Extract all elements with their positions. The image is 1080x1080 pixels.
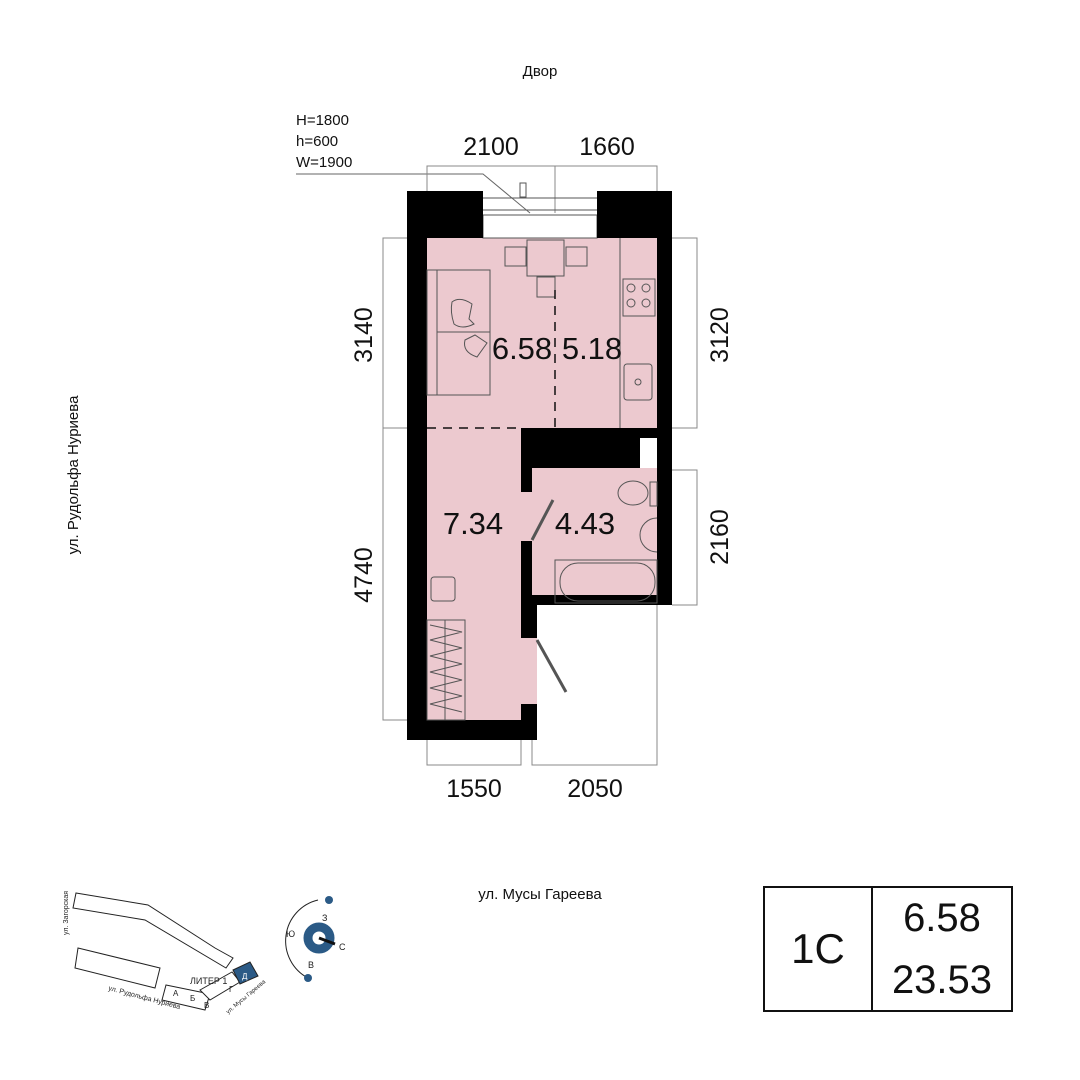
svg-text:Д: Д: [242, 972, 248, 981]
svg-text:ЛИТЕР 1: ЛИТЕР 1: [190, 976, 227, 986]
pillow-icon: [464, 334, 488, 358]
room-bathroom-area: 4.43: [555, 506, 615, 541]
living-area: 6.58: [903, 896, 981, 940]
dim-left-bottom: 4740: [350, 547, 378, 603]
sun-icon: [325, 896, 333, 904]
room-hall-area: 7.34: [443, 506, 503, 541]
compass-icon: [303, 922, 335, 954]
window: [482, 182, 598, 239]
dim-top-left: 2100: [463, 133, 519, 161]
room-kitchen-area: 5.18: [562, 331, 622, 366]
svg-text:Ю: Ю: [286, 929, 295, 939]
street-left-label: ул. Рудольфа Нуриева: [65, 395, 82, 554]
dim-top-right: 1660: [579, 133, 635, 161]
site-plan: ул. Загорская ул. Рудольфа Нуриева ул. М…: [63, 891, 346, 1016]
sun-icon: [304, 974, 312, 982]
window-width: W=1900: [296, 154, 352, 171]
dim-right-top: 3120: [706, 307, 734, 363]
washing-machine-icon: [430, 576, 456, 602]
pillow-icon: [450, 298, 475, 328]
dim-right-bottom: 2160: [706, 509, 734, 565]
apartment-info-box: 1С 6.58 23.53: [763, 886, 1013, 1012]
sink-icon: [623, 363, 653, 401]
window-height: H=1800: [296, 112, 349, 129]
furniture: [426, 238, 658, 721]
zone-dividers: [427, 290, 556, 429]
bathroom-door: [530, 499, 555, 541]
dim-left-top: 3140: [350, 307, 378, 363]
apartment-type: 1С: [765, 888, 873, 1010]
toilet-icon: [617, 480, 649, 506]
room-living-area: 6.58: [492, 331, 552, 366]
svg-text:Б: Б: [190, 994, 195, 1003]
svg-text:З: З: [322, 913, 327, 923]
svg-text:В: В: [204, 1001, 209, 1010]
wardrobe-icon: [426, 619, 466, 721]
svg-text:А: А: [173, 989, 179, 998]
svg-text:Г: Г: [229, 985, 234, 994]
svg-text:В: В: [308, 960, 314, 970]
svg-text:ул. Загорская: ул. Загорская: [63, 891, 70, 935]
dimension-lines: [382, 165, 698, 766]
total-area: 23.53: [891, 958, 993, 1002]
bathtub-icon: [554, 559, 658, 604]
svg-text:С: С: [339, 942, 346, 952]
window-leader: [296, 173, 531, 214]
entrance-door: [535, 639, 568, 693]
stove-icon: [622, 278, 656, 317]
dim-bottom-left: 1550: [446, 775, 502, 803]
street-bottom-label: ул. Мусы Гареева: [478, 886, 602, 903]
dim-bottom-right: 2050: [567, 775, 623, 803]
yard-label: Двор: [523, 63, 558, 80]
washbasin-icon: [639, 517, 658, 553]
walls: [407, 191, 672, 740]
window-sill: h=600: [296, 133, 338, 150]
